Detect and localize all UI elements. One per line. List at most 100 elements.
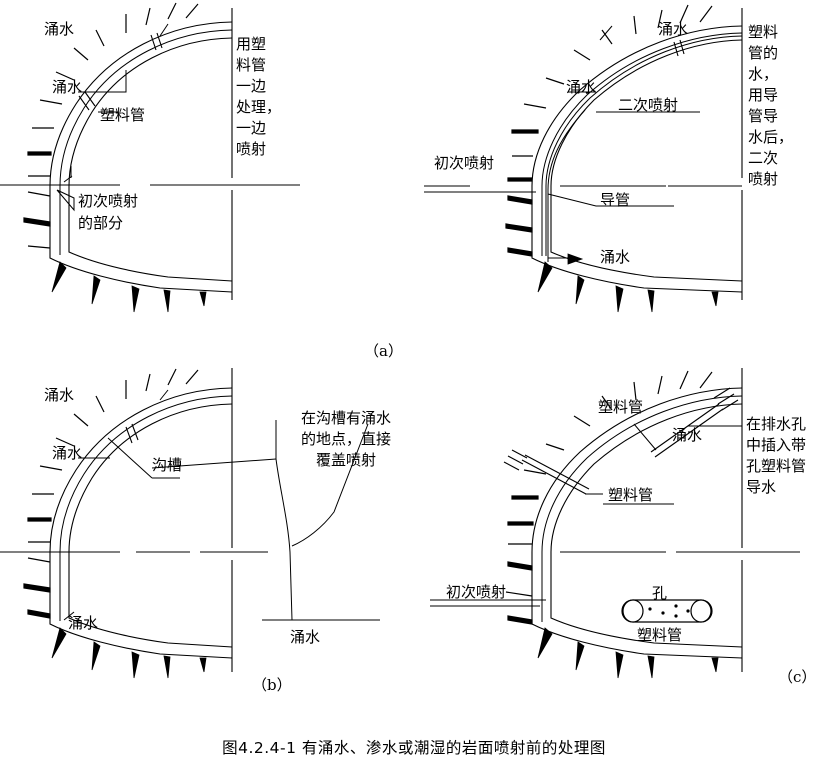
panel-a-hatch [73, 47, 89, 61]
panel-b-hatch [573, 49, 591, 61]
panel-b-wedge [647, 289, 655, 313]
panel-c-wedge [91, 641, 101, 671]
panel-a-hatch [145, 7, 151, 26]
panel-a-pipe-marker [78, 91, 96, 111]
panel-d-hatch-fat [507, 615, 533, 625]
panel-c-lining-outline [68, 403, 233, 648]
panel-d-pipe-shaft-l2 [524, 454, 590, 490]
panel-a-rock-outline [49, 21, 233, 293]
panel-d-side-note: 在排水孔 中插入带 孔塑料管 导水 [746, 415, 807, 496]
panel-a-side-note: 用塑 料管 一边 处理， 一边 喷射 [236, 35, 282, 158]
panel-d-label-primary-spray: 初次喷射 [446, 583, 506, 601]
panel-c-side-note: 在沟槽有涌水 的地点，直接 覆盖喷射 [300, 409, 391, 469]
panel-b-secondary-spray-line2 [545, 35, 743, 256]
panel-d-pipe-hole [674, 604, 678, 608]
panel-d-hatch [505, 591, 533, 597]
panel-b-label-conduit: 导管 [600, 191, 630, 209]
panel-d-pipe-shaft-u1 [650, 403, 720, 453]
panel-d-hatch-fat [511, 495, 539, 500]
panel-c-hatch [185, 369, 199, 385]
panel-a-wedge [131, 285, 140, 313]
panel-d-wedge [647, 655, 655, 679]
panel-b-pipe-marker [673, 39, 685, 57]
panel-d-hatch [601, 395, 613, 411]
panel-b-label-gushing-water-bottom: 涌水 [600, 248, 630, 266]
panel-c-label-gushing-water-top: 涌水 [44, 386, 74, 404]
panel-c-leader-gushing-top [159, 389, 169, 401]
panel-d-wedge [711, 657, 719, 673]
panel-b-hatch [601, 29, 613, 45]
panel-a-hatch [185, 3, 199, 19]
panel-b-wedge [711, 291, 719, 307]
panel-a-arrowhead-primary [56, 189, 75, 212]
panel-a-label-primary-spray-line1: 初次喷射 [78, 192, 138, 210]
panel-a-label-gushing-water-top: 涌水 [44, 20, 74, 38]
panel-b-lining-outline [550, 39, 743, 282]
panel-b-hatch [545, 77, 565, 85]
panel-c-wedge [199, 657, 207, 673]
panel-a-hatch [27, 245, 51, 249]
panel-b-hatch-fat [511, 129, 539, 134]
panel-c-hatch-fat [27, 517, 52, 522]
panel-b-hatch [657, 9, 663, 29]
panel-a-hatch [167, 2, 177, 20]
panel-a-hatch [39, 99, 63, 105]
panel-c-link-to-detail [151, 458, 277, 469]
panel-d-label-gushing-water: 涌水 [672, 426, 702, 444]
panel-a-hatch [55, 71, 75, 81]
panel-c-groove-line [59, 395, 233, 621]
panel-d-pipe-hatch-l [503, 449, 528, 471]
panel-b-hatch-fat [507, 195, 533, 205]
panel-b-hatch [679, 4, 689, 24]
panel-a-pipe-marker-2 [150, 32, 163, 51]
panel-d-pipe-hole [661, 611, 665, 615]
panel-b-hatch-fat [505, 223, 533, 233]
panel-b-label-gushing-water-top: 涌水 [658, 20, 688, 38]
panel-b-leader-conduit [547, 193, 674, 207]
panel-d-hatch [699, 371, 713, 389]
panel-c-hatch-fat [23, 583, 51, 593]
panel-c-rock-outline [49, 387, 233, 659]
panel-a-label-primary-spray-line2: 的部分 [78, 214, 123, 232]
panel-b-secondary-spray-line [541, 32, 743, 256]
panel-d-label-hole: 孔 [652, 584, 667, 602]
panel-d-pipe-hole [686, 609, 690, 613]
panel-d-hatch [633, 381, 637, 401]
panel-a-hatch [27, 191, 51, 197]
panel-c-wedge [131, 651, 140, 679]
panel-b-leader-gushing-top [599, 25, 613, 41]
panel-a-hatch-fat [23, 217, 51, 227]
panel-a-label-gushing-water-left: 涌水 [52, 78, 82, 96]
panel-a-wedge [51, 261, 67, 293]
panel-a-hatch [95, 29, 105, 47]
panel-d-inserted-pipe-lower [503, 449, 590, 495]
panel-c-hatch [55, 437, 75, 447]
panel-d-perforated-pipe-detail [621, 599, 713, 623]
panel-c-hatch [95, 395, 105, 413]
panel-d-hatch [573, 415, 591, 427]
panel-b-conduit-line [547, 109, 586, 262]
panel-c-label-gushing-water-left: 涌水 [52, 444, 82, 462]
panel-c-wedge [163, 655, 171, 679]
panel-d-hatch [657, 375, 663, 395]
panel-a-plastic-pipe-line [59, 29, 233, 255]
panel-b-rock-outline [531, 25, 743, 293]
panel-b-hatch [699, 5, 713, 23]
panel-d-hatch [545, 443, 565, 451]
panel-d-leader-plastic-upper [633, 423, 657, 451]
panel-b-side-note: 塑料 管的 水， 用导 管导 水后， 二次 喷射 [748, 23, 794, 188]
panel-a-wedge [163, 289, 171, 313]
panel-a: 涌水 涌水 塑料管 初次喷射 的部分 （a） [0, 2, 403, 360]
panel-b-hatch-fat [507, 177, 533, 182]
panel-a-hatch-fat [27, 151, 52, 156]
panel-b-hatch-fat [507, 247, 533, 257]
panel-c-pipe-marker [125, 423, 139, 444]
panel-d: 塑料管 塑料管 涌水 初次喷射 孔 塑料管 （c） [430, 368, 816, 686]
panel-d-wedge [615, 651, 624, 679]
panel-c-water-stream-left [275, 458, 293, 621]
panel-b-hatch [633, 15, 637, 35]
panel-b-wedge [575, 275, 585, 305]
panel-c-leader-groove [107, 437, 153, 479]
panel-a-wedge [199, 291, 207, 307]
